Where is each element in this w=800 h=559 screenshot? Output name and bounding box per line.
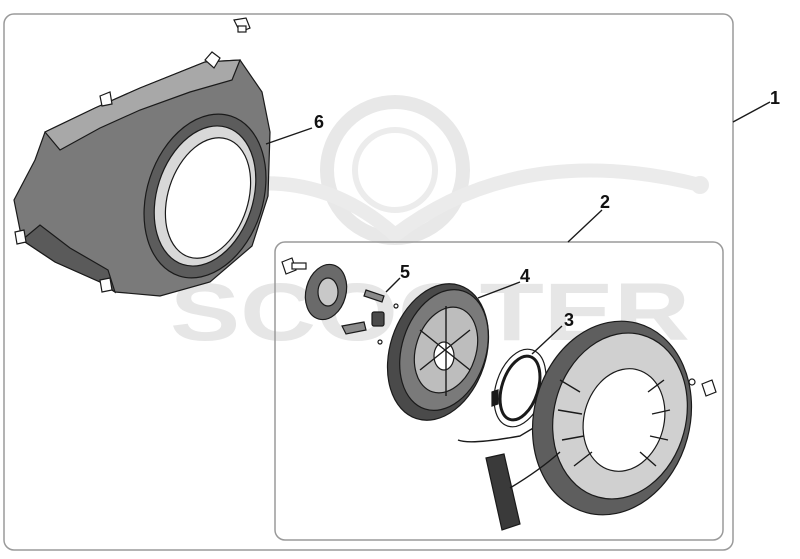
housing-screw <box>233 17 251 33</box>
recoil-pulley <box>386 283 490 421</box>
starter-handle <box>485 451 561 531</box>
starter-case <box>457 320 693 516</box>
blower-housing <box>13 51 271 297</box>
ratchet-pawl <box>341 289 385 335</box>
callout-labels: 1 2 3 4 5 6 <box>314 88 780 330</box>
assembly-frame-inner <box>274 241 724 541</box>
callout-5: 5 <box>400 262 410 282</box>
callout-6: 6 <box>314 112 324 132</box>
leader-lines <box>265 101 771 355</box>
retainer-bolt <box>281 257 307 275</box>
pawl-spring <box>371 303 399 345</box>
callout-4: 4 <box>520 266 530 286</box>
case-screws <box>688 378 717 397</box>
callout-1: 1 <box>770 88 780 108</box>
callout-3: 3 <box>564 310 574 330</box>
assembly-frame-outer <box>3 13 734 551</box>
ratchet-cam <box>304 263 348 321</box>
callout-2: 2 <box>600 192 610 212</box>
